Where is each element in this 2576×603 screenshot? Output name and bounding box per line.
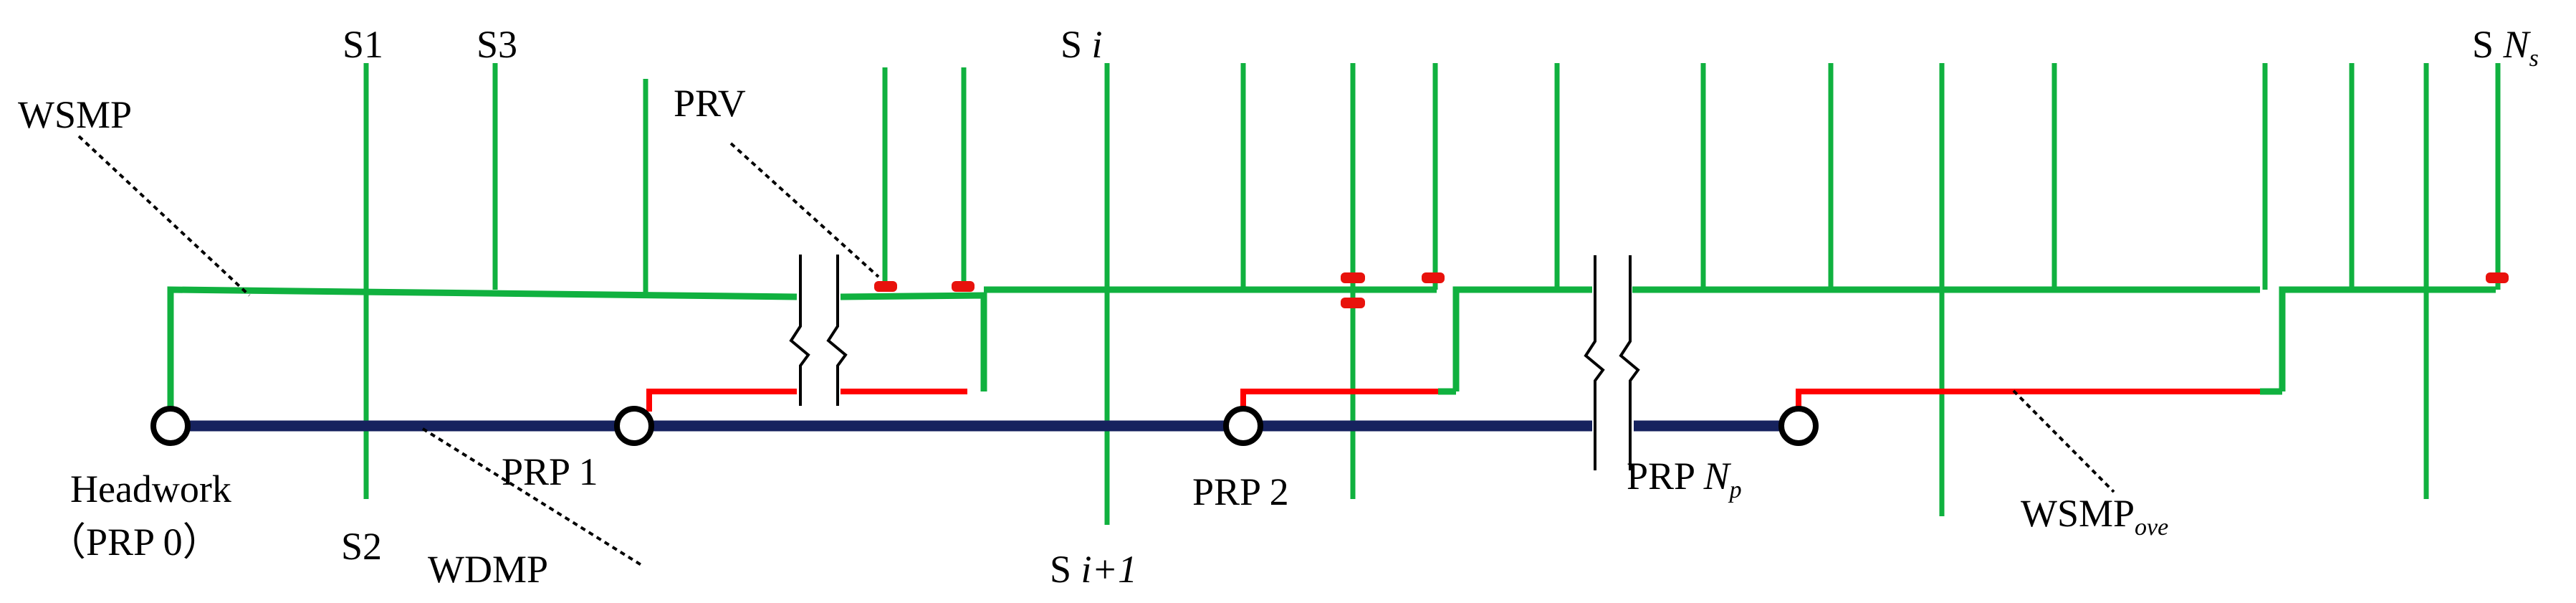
prp-node-2 xyxy=(1223,406,1263,446)
prp-node-1 xyxy=(614,406,654,446)
prv-marker xyxy=(1341,272,1365,283)
label-si1: S i+1 xyxy=(1050,548,1137,591)
wsmp-main-pipe xyxy=(167,286,2496,416)
prp-node-0 xyxy=(150,406,191,446)
prv-marker xyxy=(1341,298,1365,308)
branch-pipes xyxy=(363,63,2501,525)
label-prv: PRV xyxy=(674,82,746,125)
prv-marker xyxy=(1422,272,1445,283)
label-wsmp-ove: WSMPove xyxy=(2021,492,2168,541)
label-headwork: Headwork xyxy=(70,467,231,511)
prv-marker xyxy=(874,281,897,292)
label-s3: S3 xyxy=(477,23,517,66)
label-s2: S2 xyxy=(341,525,382,568)
label-prp1: PRP 1 xyxy=(502,450,598,493)
label-s1: S1 xyxy=(343,23,383,66)
leader-lines xyxy=(77,135,2115,566)
pipe-break-left xyxy=(789,252,848,406)
prv-valves xyxy=(874,272,2509,308)
label-sns: S Ns xyxy=(2472,23,2539,72)
prp-nodes xyxy=(150,406,1819,446)
label-prp2: PRP 2 xyxy=(1192,470,1289,513)
label-si: S i xyxy=(1060,23,1103,66)
label-wsmp: WSMP xyxy=(18,93,132,136)
connector-pipes xyxy=(646,389,2260,412)
label-prp-np: PRP Np xyxy=(1627,455,1742,503)
pipe-break-right xyxy=(1584,252,1640,473)
prv-marker xyxy=(952,281,975,292)
prv-marker xyxy=(2486,272,2509,283)
prp-node-np xyxy=(1778,406,1819,446)
label-wdmp: WDMP xyxy=(428,548,548,591)
label-prp0: （PRP 0） xyxy=(47,521,221,564)
